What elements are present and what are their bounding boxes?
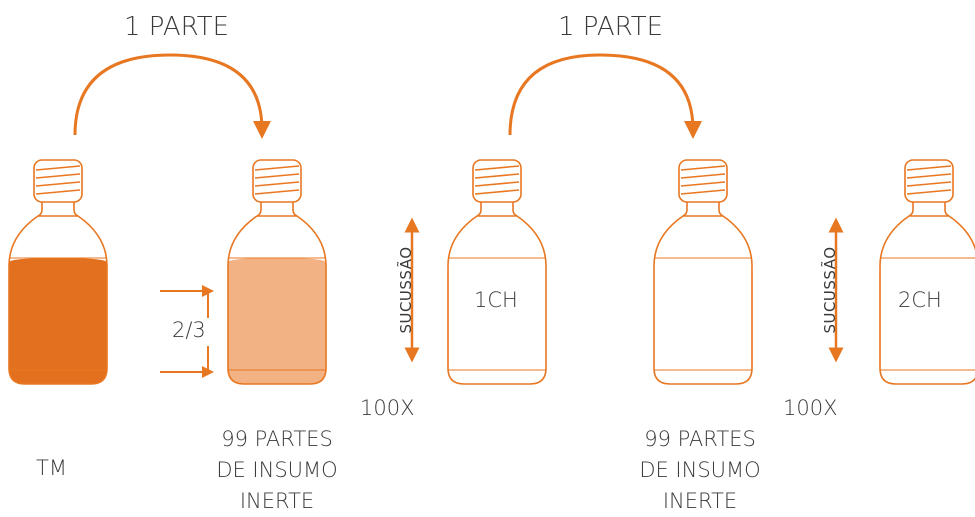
diluent-line-1: 99 PARTES xyxy=(221,427,333,451)
succussion-label-2: SUCUSSÃO xyxy=(821,246,839,334)
bottle-1ch xyxy=(447,159,547,385)
bottle-diluent-2 xyxy=(653,159,753,385)
succussion-label-1: SUCUSSÃO xyxy=(397,246,415,334)
bottle-diluent-1 xyxy=(227,159,327,385)
bottle-2ch xyxy=(879,159,975,385)
fraction-marker xyxy=(160,285,214,378)
diluent-label-1: 99 PARTES DE INSUMO INERTE xyxy=(197,424,357,517)
bottle-label-2ch: 2CH xyxy=(898,288,942,312)
diluent-line-3: INERTE xyxy=(239,489,315,513)
bottle-label-1ch: 1CH xyxy=(474,288,518,312)
diluent-line-1: 99 PARTES xyxy=(644,427,756,451)
diluent-label-2: 99 PARTES DE INSUMO INERTE xyxy=(620,424,780,517)
transfer-arrow-1 xyxy=(73,53,271,139)
diluent-line-2: DE INSUMO xyxy=(216,458,338,482)
transfer-arrow-2 xyxy=(508,53,702,139)
diluent-line-2: DE INSUMO xyxy=(639,458,761,482)
transfer-label-1: 1 PARTE xyxy=(124,12,230,42)
succussion-count-1: 100X xyxy=(360,396,415,420)
succussion-count-2: 100X xyxy=(783,396,838,420)
bottle-label-tm: TM xyxy=(36,456,67,480)
bottle-tm xyxy=(8,159,108,385)
diluent-line-3: INERTE xyxy=(662,489,738,513)
fraction-label: 2/3 xyxy=(172,318,206,342)
transfer-label-2: 1 PARTE xyxy=(558,12,664,42)
